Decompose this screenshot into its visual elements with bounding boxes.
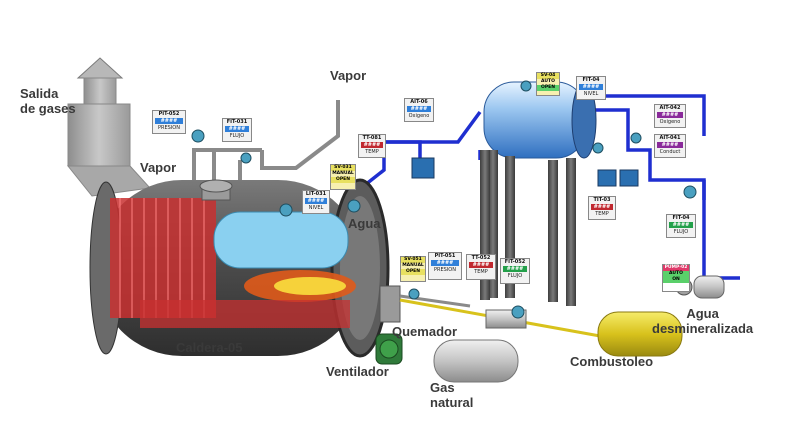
transmitters [191,80,697,319]
exhaust-label: Salida de gases [20,86,76,116]
boiler-shell [89,178,390,358]
hmi-sv-04[interactable]: SV-04 AUTO OPEN [536,72,560,96]
instrument-pit-051[interactable]: PIT-051####PRESION [428,252,462,280]
instrument-pit-052[interactable]: PIT-052####PRESION [152,110,186,134]
instrument-fit-04-top[interactable]: FIT-04####NIVEL [576,76,606,100]
instrument-fit-052[interactable]: FIT-052####FLUJO [500,258,530,284]
instrument-fit-031[interactable]: FIT-031####FLUJO [222,118,252,142]
instrument-fit-04-bottom[interactable]: FIT-04####FLUJO [666,214,696,238]
instrument-ait-06[interactable]: AIT-06####Oxigeno [404,98,434,122]
natural-gas-tank [433,339,519,383]
instrument-tit-03[interactable]: TIT-03####TEMP [588,196,616,220]
boiler-label: Caldera-05 [176,340,243,355]
water-label: Agua [348,216,381,231]
fan [375,333,403,365]
fuel-oil-tank [597,311,683,357]
fuel-oil-label: Combustoleo [570,354,654,369]
drum-supports [480,150,576,306]
hmi-sv-031[interactable]: SV-031 MANUAL OPEN [330,164,356,190]
analyzer-boxes [411,157,639,187]
instrument-ait-042[interactable]: AIT-042####Oxigeno [654,104,686,128]
fan-label: Ventilador [326,364,389,379]
hmi-pump-02[interactable]: PUMP-02 AUTO ON [662,264,690,292]
steam-top-label: Vapor [330,68,367,83]
steam-drum [483,81,597,159]
instrument-lit-031[interactable]: LIT-031####NIVEL [302,190,330,214]
steam-piping [192,100,340,190]
instrument-ait-041[interactable]: AIT-041####Conduct [654,134,686,158]
demin-water-label: Agua desmineralizada [652,306,754,336]
instrument-tt-052[interactable]: TT-052####TEMP [466,254,496,280]
steam-left-label: Vapor [140,160,177,175]
hmi-sv-051[interactable]: SV-051 MANUAL OPEN [400,256,426,282]
burner-label: Quemador [392,324,458,339]
instrument-tt-081[interactable]: TT-081####TEMP [358,134,386,158]
exhaust-stack [66,57,152,197]
gas-label: Gas natural [430,380,474,410]
